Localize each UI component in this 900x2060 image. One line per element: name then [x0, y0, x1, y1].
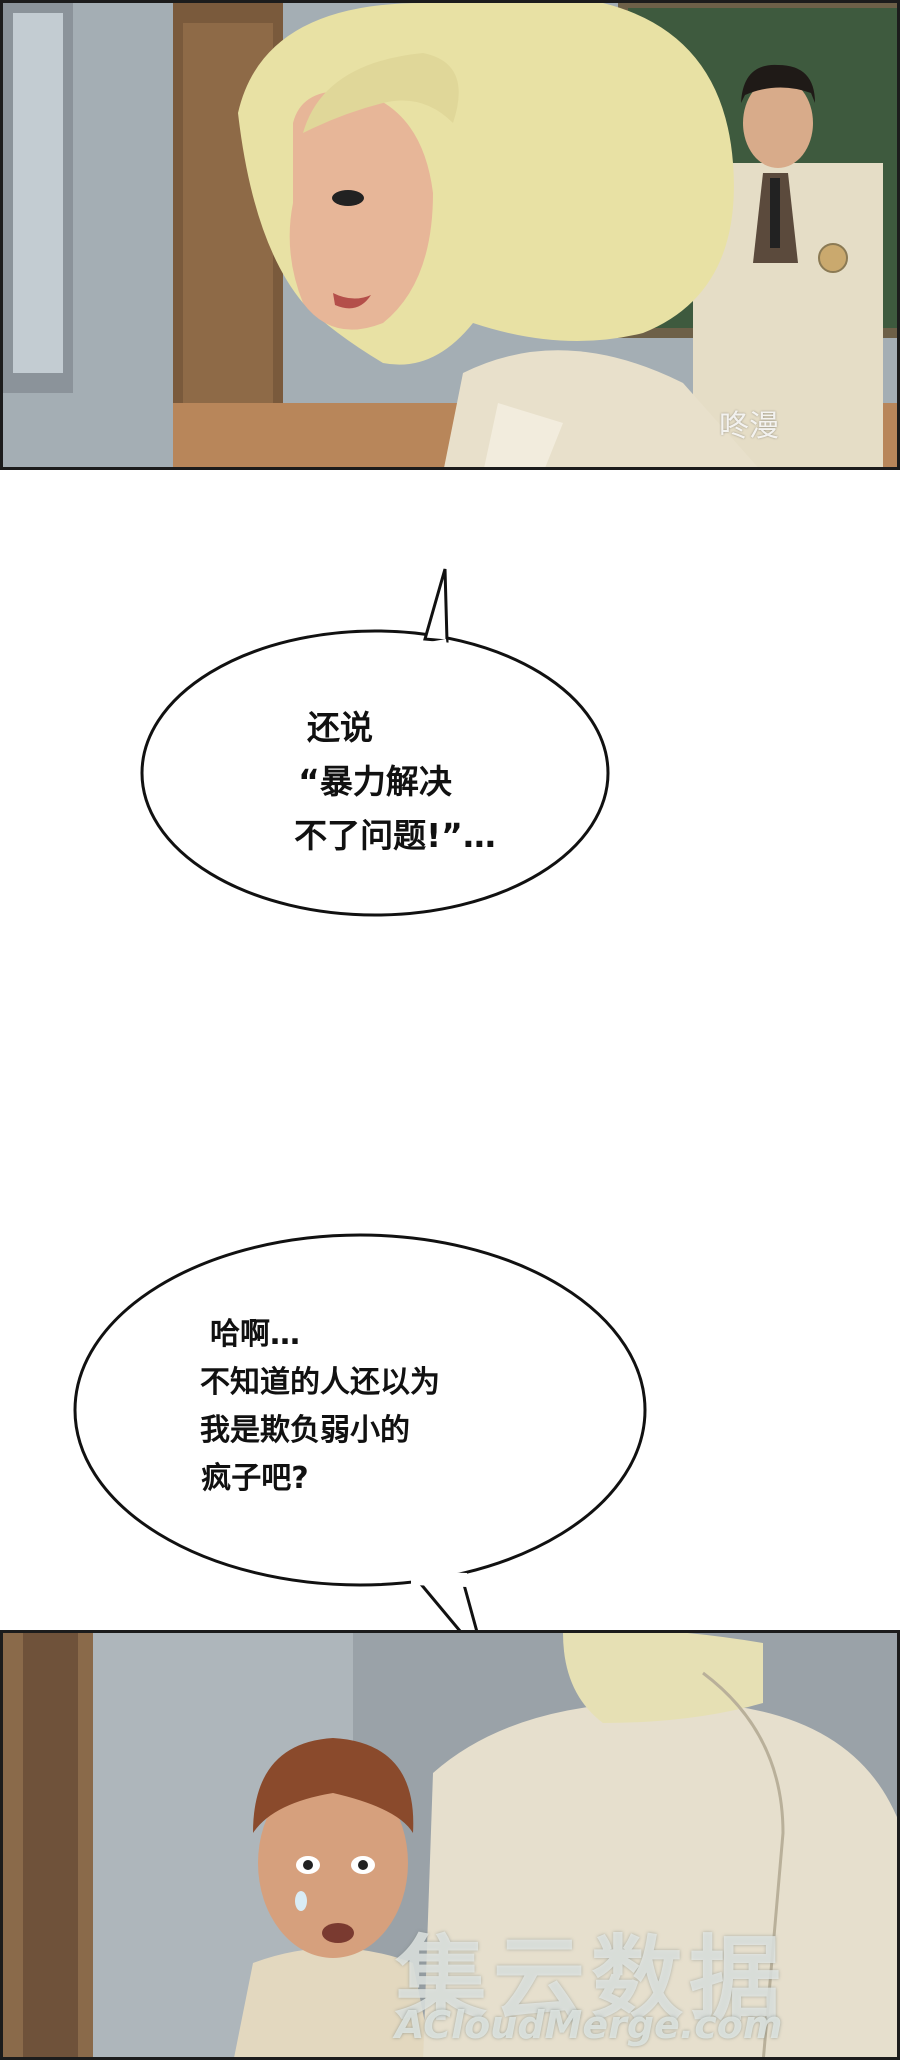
corner-logo-watermark: 咚漫 [719, 409, 779, 444]
bubble-1-line-3: 不了问题!”… [294, 816, 496, 855]
bubble-1-line-1: 还说 [307, 708, 373, 747]
bubble-1-line-2: “暴力解决 [298, 762, 452, 801]
nervous-student-figure [234, 1738, 432, 2057]
speech-bubble-2-text: 哈啊… 不知道的人还以为 我是欺负弱小的 疯子吧? [65, 1311, 655, 1503]
site-watermark-english: ACloudMerge.com [395, 2003, 783, 2047]
top-comic-panel: 咚漫 [0, 0, 900, 470]
bubble-2-line-3: 我是欺负弱小的 [200, 1413, 410, 1448]
blonde-back-figure [423, 1633, 897, 2057]
speech-bubble-2: 哈啊… 不知道的人还以为 我是欺负弱小的 疯子吧? [65, 1225, 655, 1670]
bubble-2-line-2: 不知道的人还以为 [200, 1365, 440, 1400]
site-watermark-chinese: 集云数据 [395, 1926, 788, 2033]
speech-bubble-1-text: 还说 “暴力解决 不了问题!”… [135, 701, 615, 863]
top-panel-illustration [3, 3, 897, 467]
speech-bubble-1: 还说 “暴力解决 不了问题!”… [135, 565, 615, 940]
bubble-2-line-1: 哈啊… [210, 1317, 300, 1352]
speech-bubble-1-shape [140, 568, 610, 917]
bubble-2-line-4: 疯子吧? [201, 1461, 309, 1496]
blonde-student-figure [238, 3, 758, 467]
bottom-panel-illustration [3, 1633, 897, 2057]
bottom-comic-panel [0, 1630, 900, 2060]
